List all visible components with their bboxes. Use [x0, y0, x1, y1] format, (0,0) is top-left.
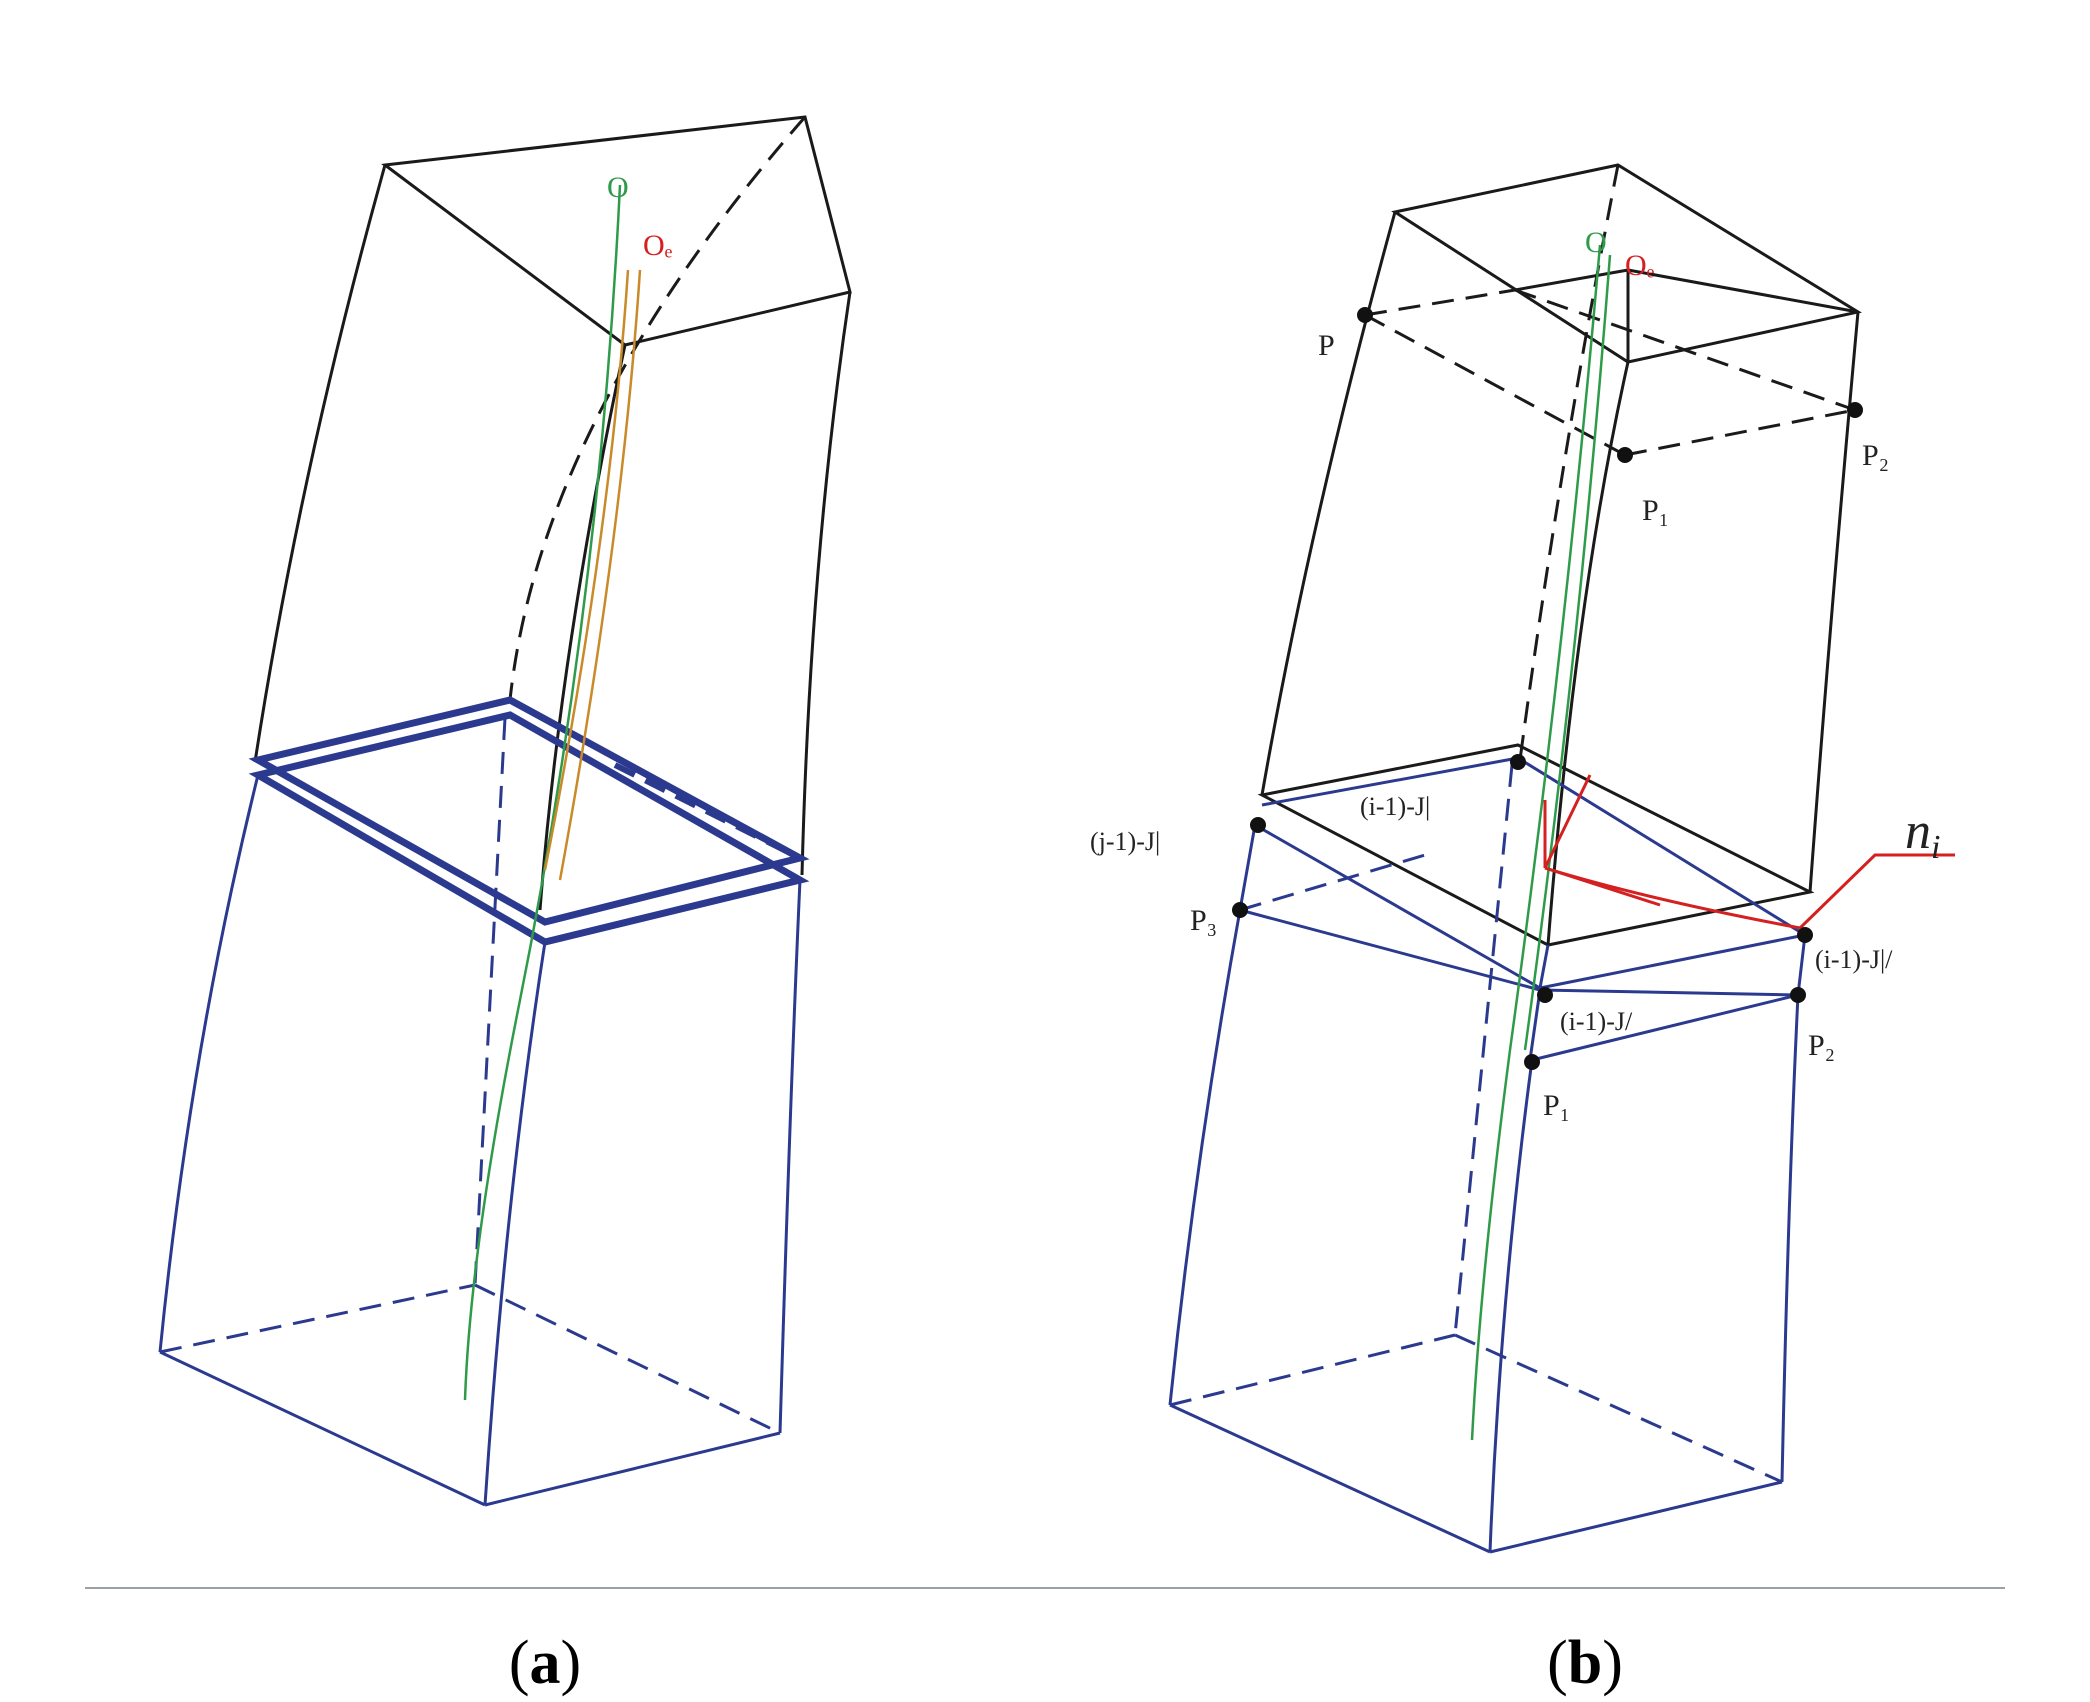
- panel-b-lower-block: [1168, 764, 1800, 1554]
- panel-b-label-p-top-left: P: [1318, 329, 1335, 362]
- caption-a-close: ): [561, 1629, 582, 1697]
- panel-b-points: [1232, 307, 1863, 1070]
- caption-b: (b): [1547, 1629, 1623, 1697]
- panel-b-label-o: O: [1585, 226, 1607, 259]
- panel-b-axes: [1470, 244, 1612, 1441]
- panel-a: O Oₑ: [158, 115, 852, 1507]
- normal-subscript: i: [1931, 829, 1940, 866]
- panel-b-label-joint-left: (j-1)-J|: [1090, 827, 1160, 856]
- panel-b-label-joint-back: (i-1)-J|: [1360, 792, 1430, 821]
- panel-b-label-joint-front: (i-1)-J/: [1560, 1007, 1633, 1036]
- panel-b-label-p2-top: P₂: [1862, 439, 1889, 472]
- panel-a-axes: [463, 184, 642, 1401]
- panel-b-label-p2-mid: P₂: [1808, 1029, 1835, 1062]
- point-p2-top: [1847, 402, 1863, 418]
- point-joint-front: [1537, 987, 1553, 1003]
- caption-a-letter: a: [530, 1629, 561, 1697]
- panel-b: O Oₑ P P₁ P₂ (j-1)-J| (i-1)-J| (i-1)-J|/…: [1090, 163, 1955, 1554]
- panel-b-label-oe: Oₑ: [1625, 249, 1655, 282]
- point-p1-mid: [1524, 1054, 1540, 1070]
- panel-a-label-o: O: [607, 171, 629, 204]
- panel-b-normal-vector: [1543, 774, 1955, 930]
- caption-b-letter: b: [1568, 1629, 1602, 1697]
- panel-b-upper-block: [1260, 163, 1862, 946]
- panel-b-label-p3-mid: P₃: [1190, 904, 1217, 937]
- caption-a-open: (: [509, 1629, 530, 1697]
- panel-b-label-normal: ni: [1905, 803, 1940, 866]
- panel-a-joint: [248, 696, 810, 946]
- point-p-top-left: [1357, 307, 1373, 323]
- caption-b-open: (: [1547, 1629, 1568, 1697]
- point-p1-top: [1617, 447, 1633, 463]
- point-joint-back: [1510, 754, 1526, 770]
- point-joint-left: [1250, 817, 1266, 833]
- panel-b-label-p1-top: P₁: [1642, 494, 1669, 527]
- panel-b-label-joint-right: (i-1)-J|/: [1815, 945, 1893, 974]
- panel-b-joint: [1238, 743, 1815, 1062]
- point-p3-mid: [1232, 902, 1248, 918]
- panel-a-upper-block: [253, 115, 852, 911]
- panel-b-label-p1-mid: P₁: [1543, 1089, 1570, 1122]
- caption-b-close: ): [1602, 1629, 1623, 1697]
- point-joint-right: [1797, 927, 1813, 943]
- caption-a: (a): [509, 1629, 581, 1697]
- point-p2-mid: [1790, 987, 1806, 1003]
- panel-a-lower-block: [158, 717, 802, 1507]
- normal-symbol: n: [1905, 803, 1931, 860]
- panel-a-label-oe: Oₑ: [643, 229, 673, 262]
